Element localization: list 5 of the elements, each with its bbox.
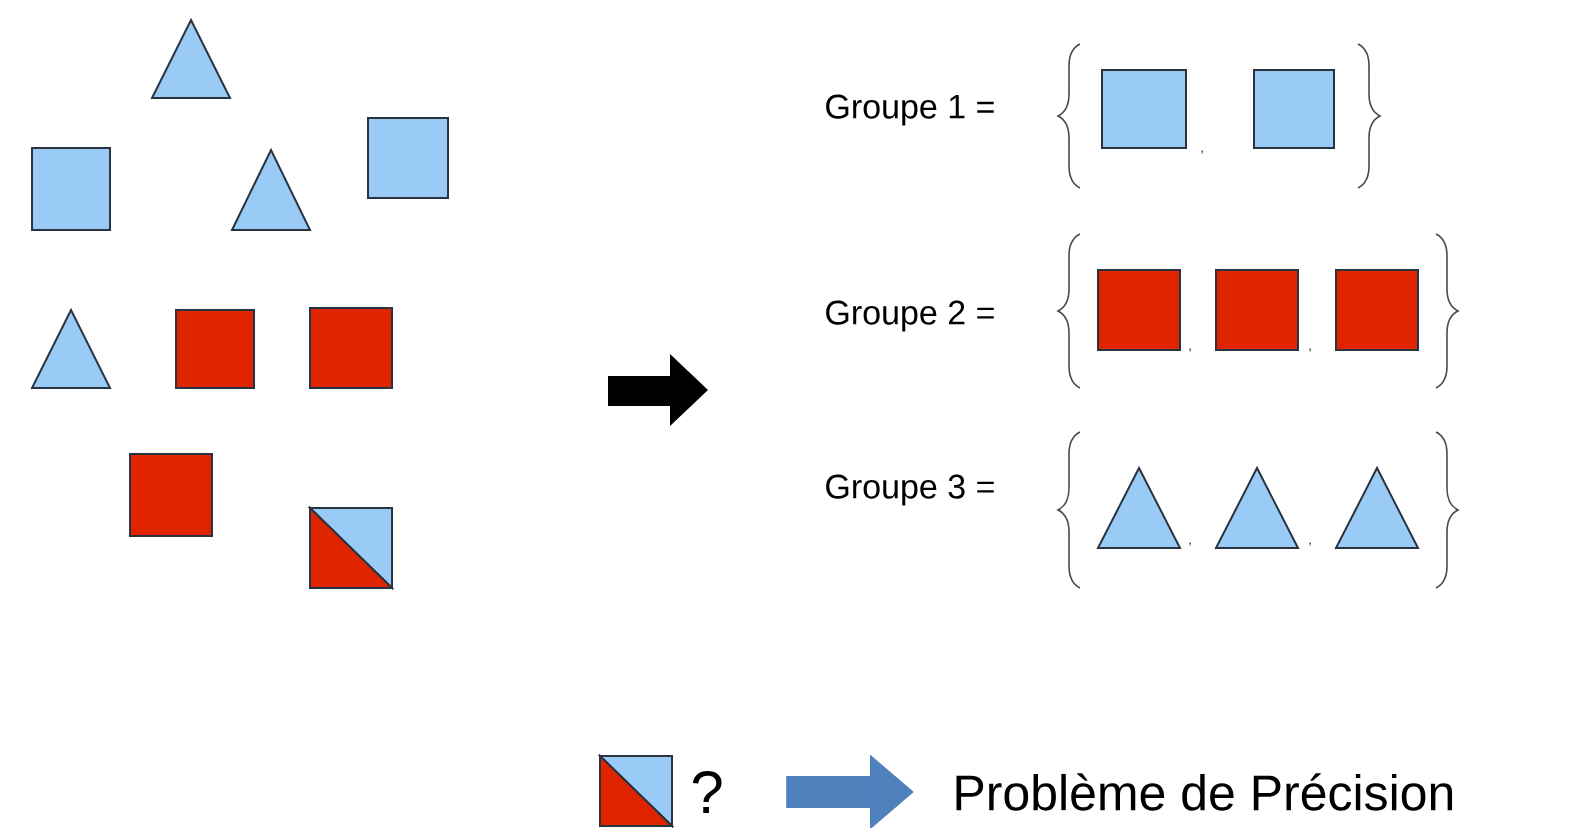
group-label: Groupe 1 = <box>826 94 994 126</box>
caption-text: Problème de Précision <box>956 773 1453 811</box>
group-label: Groupe 2 = <box>826 300 994 332</box>
group-label: Groupe 3 = <box>826 474 994 506</box>
question-mark: ? <box>692 771 722 813</box>
